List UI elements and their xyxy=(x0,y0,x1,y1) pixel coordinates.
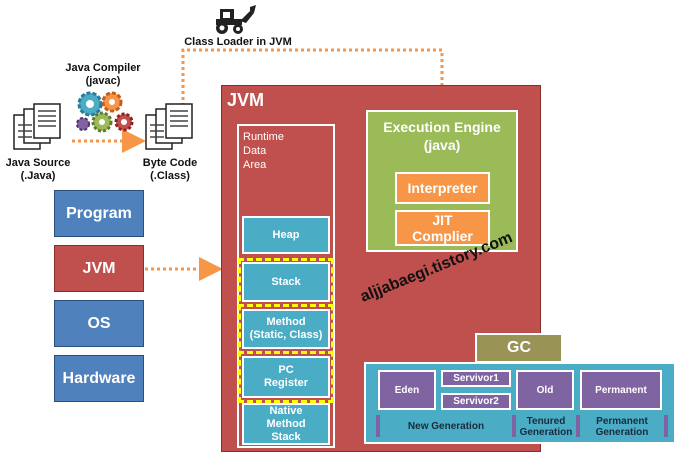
jit-compiler-box: JIT Complier xyxy=(395,210,490,246)
permanent-box: Permanent xyxy=(580,370,662,410)
layer-os: OS xyxy=(54,300,144,347)
method-area-box: Method (Static, Class) xyxy=(242,309,330,349)
highlight-divider-2 xyxy=(238,351,334,354)
pc-register-box: PC Register xyxy=(242,356,330,398)
java-source-label: Java Source (.Java) xyxy=(5,157,71,182)
survivor2-box: Servivor2 xyxy=(441,393,511,410)
permanent-generation-label: Permanent Generation xyxy=(595,416,649,438)
layer-hardware: Hardware xyxy=(54,355,144,402)
byte-code-document-icon xyxy=(145,103,193,150)
compiler-label: Java Compiler (javac) xyxy=(65,62,141,87)
gc-title-box: GC xyxy=(475,333,563,363)
jvm-title: JVM xyxy=(227,90,265,110)
tenured-generation-label: Tenured Generation xyxy=(519,416,573,438)
gen-separator xyxy=(376,415,380,437)
survivor1-box: Servivor1 xyxy=(441,370,511,387)
old-box: Old xyxy=(516,370,574,410)
class-loader-label: Class Loader in JVM xyxy=(184,36,292,48)
heap-box: Heap xyxy=(242,216,330,254)
stack-box: Stack xyxy=(242,262,330,302)
runtime-data-area-label: Runtime Data Area xyxy=(243,131,284,171)
layer-jvm: JVM xyxy=(54,245,144,292)
interpreter-box: Interpreter xyxy=(395,172,490,204)
tractor-icon xyxy=(216,5,256,34)
execution-engine-title: Execution Engine (java) xyxy=(383,119,501,153)
java-source-document-icon xyxy=(13,103,61,150)
gen-separator xyxy=(576,415,580,437)
gen-separator xyxy=(664,415,668,437)
gen-separator xyxy=(512,415,516,437)
class-loader-arrow xyxy=(181,48,454,114)
native-method-stack-box: Native Method Stack xyxy=(242,403,330,445)
byte-code-label: Byte Code (.Class) xyxy=(142,157,198,182)
thread-area-highlight xyxy=(238,258,334,403)
gears-icon xyxy=(76,91,134,133)
highlight-divider-1 xyxy=(238,304,334,307)
layer-program: Program xyxy=(54,190,144,237)
new-generation-label: New Generation xyxy=(407,421,485,432)
eden-box: Eden xyxy=(378,370,436,410)
